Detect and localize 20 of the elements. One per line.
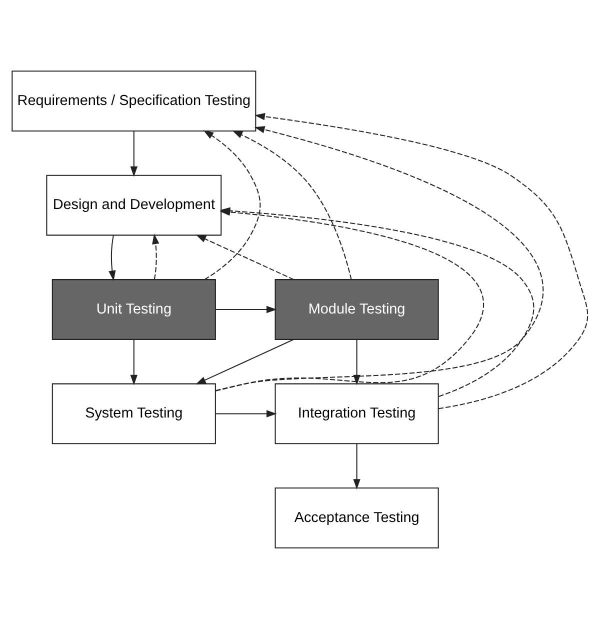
arrow — [215, 126, 543, 391]
arrow — [232, 130, 352, 280]
arrow — [216, 410, 277, 417]
arrow — [152, 233, 160, 279]
arrow — [196, 234, 294, 280]
arrow — [108, 234, 116, 280]
node-box: System Testing — [52, 382, 216, 444]
node-box: Unit Testing — [52, 278, 216, 340]
arrow — [130, 130, 138, 176]
node-box: Module Testing — [274, 278, 439, 340]
arrow — [130, 339, 138, 385]
node-box: Integration Testing — [274, 382, 439, 444]
node-box: Design and Development — [46, 174, 222, 236]
arrow — [203, 130, 261, 280]
node-box: Requirements / Specification Testing — [12, 70, 256, 131]
arrow — [216, 305, 277, 313]
arrow — [196, 338, 294, 384]
arrow — [353, 443, 360, 489]
arrow — [254, 112, 588, 409]
node-box: Acceptance Testing — [274, 487, 439, 548]
